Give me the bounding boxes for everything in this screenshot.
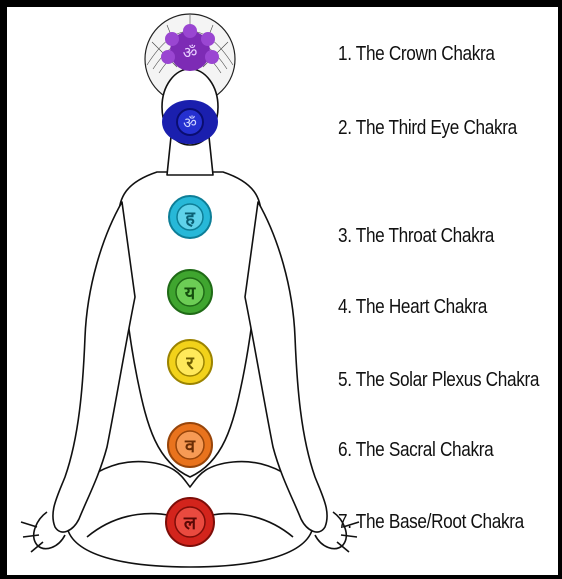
chakra-label-crown: 1. The Crown Chakra (338, 43, 495, 66)
solar-plexus-chakra-icon: र (168, 340, 212, 384)
svg-text:व: व (184, 436, 196, 457)
svg-text:र: र (185, 353, 194, 374)
svg-text:ह: ह (184, 208, 196, 229)
chakra-label-sacral: 6. The Sacral Chakra (338, 439, 493, 462)
third-eye-chakra-icon: ॐ (162, 100, 218, 144)
chakra-label-heart: 4. The Heart Chakra (338, 296, 487, 319)
chakra-label-root: 7. The Base/Root Chakra (338, 511, 524, 534)
svg-text:ॐ: ॐ (183, 43, 198, 62)
sacral-chakra-icon: व (168, 423, 212, 467)
heart-chakra-icon: य (168, 270, 212, 314)
chakra-label-throat: 3. The Throat Chakra (338, 225, 494, 248)
meditating-figure-illustration: ॐ ॐ ह य र व ल (7, 7, 562, 579)
svg-text:ल: ल (183, 513, 197, 534)
svg-text:ॐ: ॐ (183, 114, 197, 132)
throat-chakra-icon: ह (169, 196, 211, 238)
root-chakra-icon: ल (166, 498, 214, 546)
chakra-label-solar-plexus: 5. The Solar Plexus Chakra (338, 369, 539, 392)
chakra-label-third-eye: 2. The Third Eye Chakra (338, 117, 517, 140)
svg-text:य: य (184, 283, 197, 304)
